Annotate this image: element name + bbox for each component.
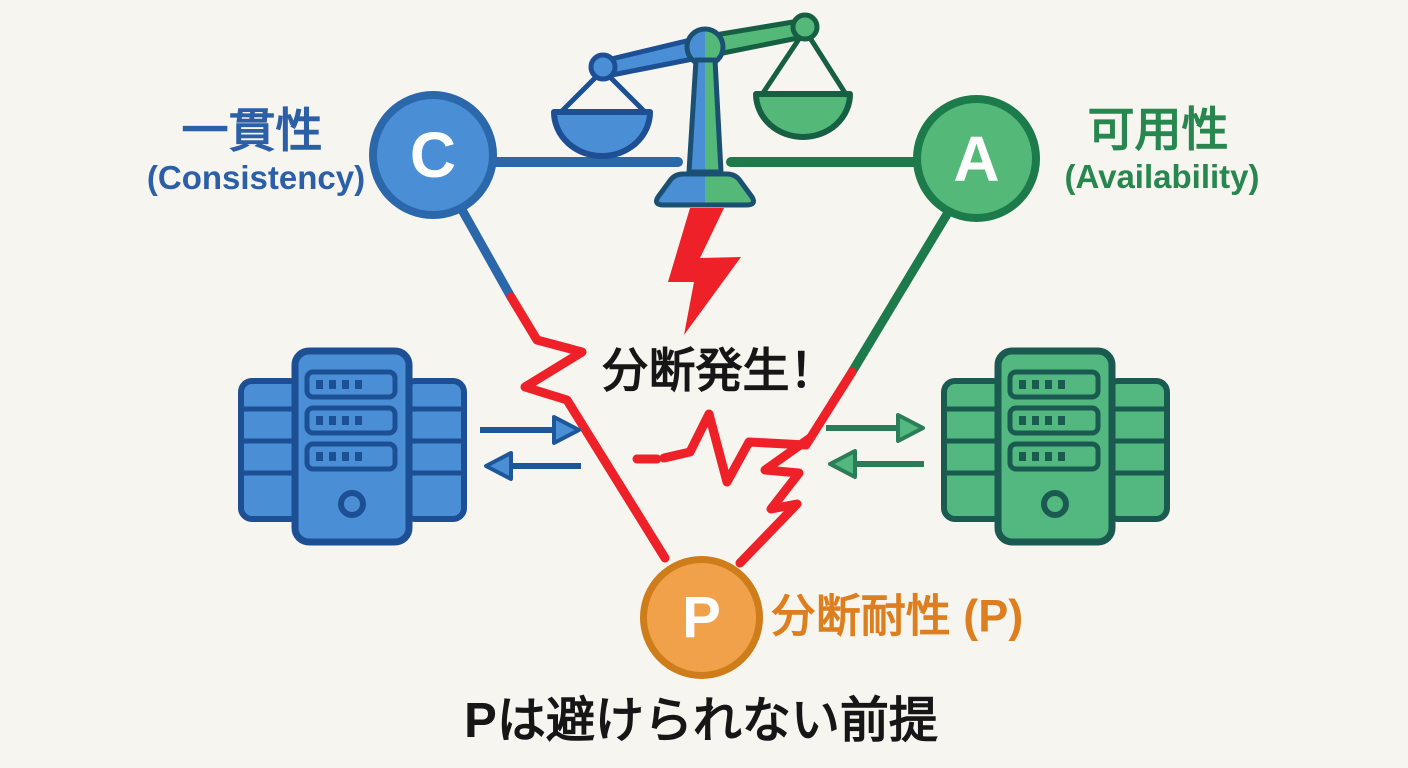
availability-label-ja: 可用性 [1087, 103, 1229, 157]
sync-arrows-blue [480, 415, 581, 481]
node-partition: P [640, 556, 763, 679]
lightning-bolt-icon [668, 208, 741, 335]
consistency-label-ja: 一貫性 [181, 104, 323, 158]
server-icon-green [941, 347, 1170, 546]
node-consistency: C [369, 91, 497, 219]
sync-arrows-green [826, 413, 925, 479]
node-partition-letter: P [682, 585, 721, 650]
caption-text: Pは避けられない前提 [464, 694, 938, 749]
edge-availability-partition [632, 201, 957, 568]
server-icon-blue [238, 347, 467, 546]
balance-scale-icon [551, 12, 853, 208]
node-consistency-letter: C [409, 119, 457, 191]
node-availability-letter: A [953, 122, 1000, 195]
availability-label-en: (Availability) [1064, 157, 1260, 195]
partition-tolerance-label: 分断耐性 (P) [770, 590, 1024, 642]
node-availability: A [913, 95, 1040, 222]
consistency-label-en: (Consistency) [146, 158, 366, 196]
partition-event-label: 分断発生！ [601, 344, 837, 398]
